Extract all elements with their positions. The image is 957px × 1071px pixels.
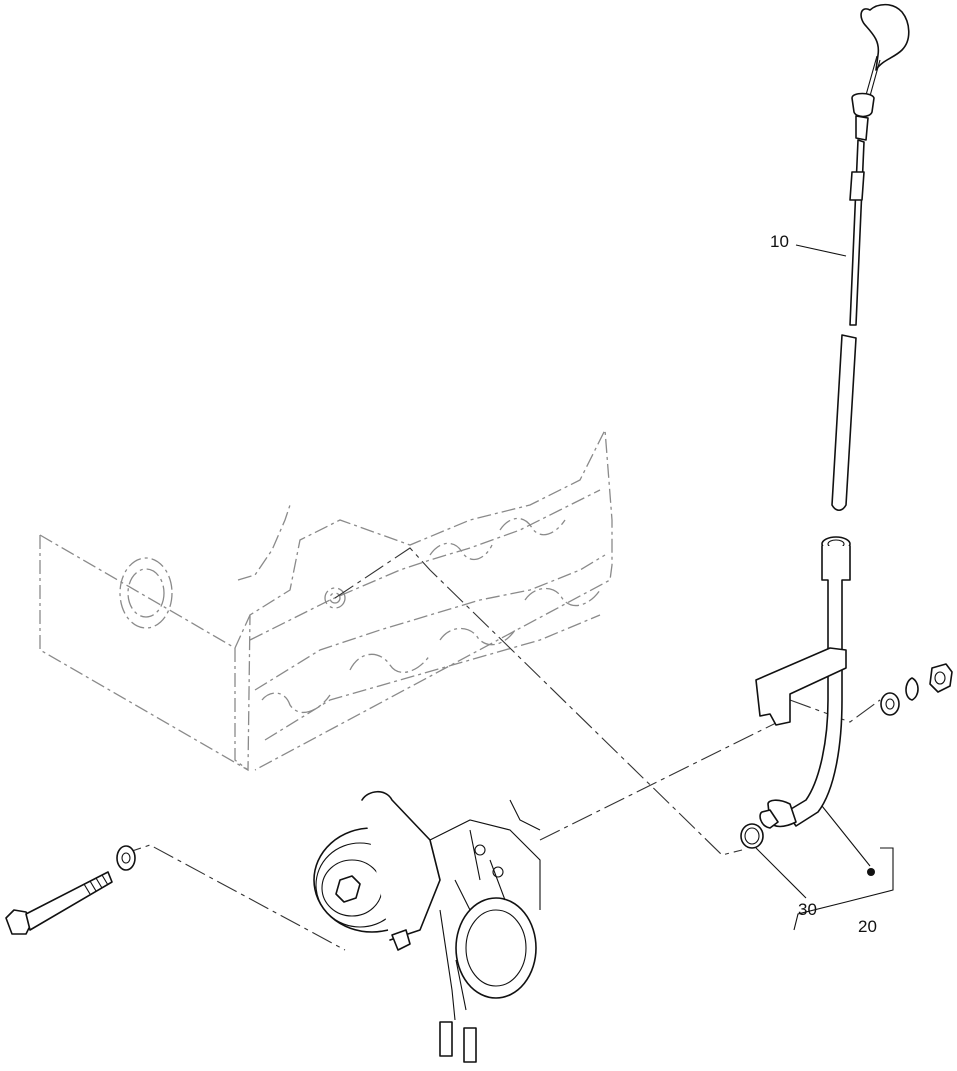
callout-10: 10 xyxy=(770,232,789,251)
callout-20: 20 xyxy=(858,917,877,936)
reference-dot xyxy=(867,868,875,876)
callout-30: 30 xyxy=(798,900,817,919)
dipstick xyxy=(831,3,910,512)
dipstick-guide-tube xyxy=(755,536,851,829)
o-ring xyxy=(740,823,764,849)
fastener-set xyxy=(880,663,953,716)
alternator xyxy=(313,790,541,1063)
engine-block-phantom xyxy=(39,427,613,772)
assembly-leader-lines xyxy=(119,547,881,951)
bolt-and-washer xyxy=(5,845,136,935)
callout-lines xyxy=(755,244,894,931)
